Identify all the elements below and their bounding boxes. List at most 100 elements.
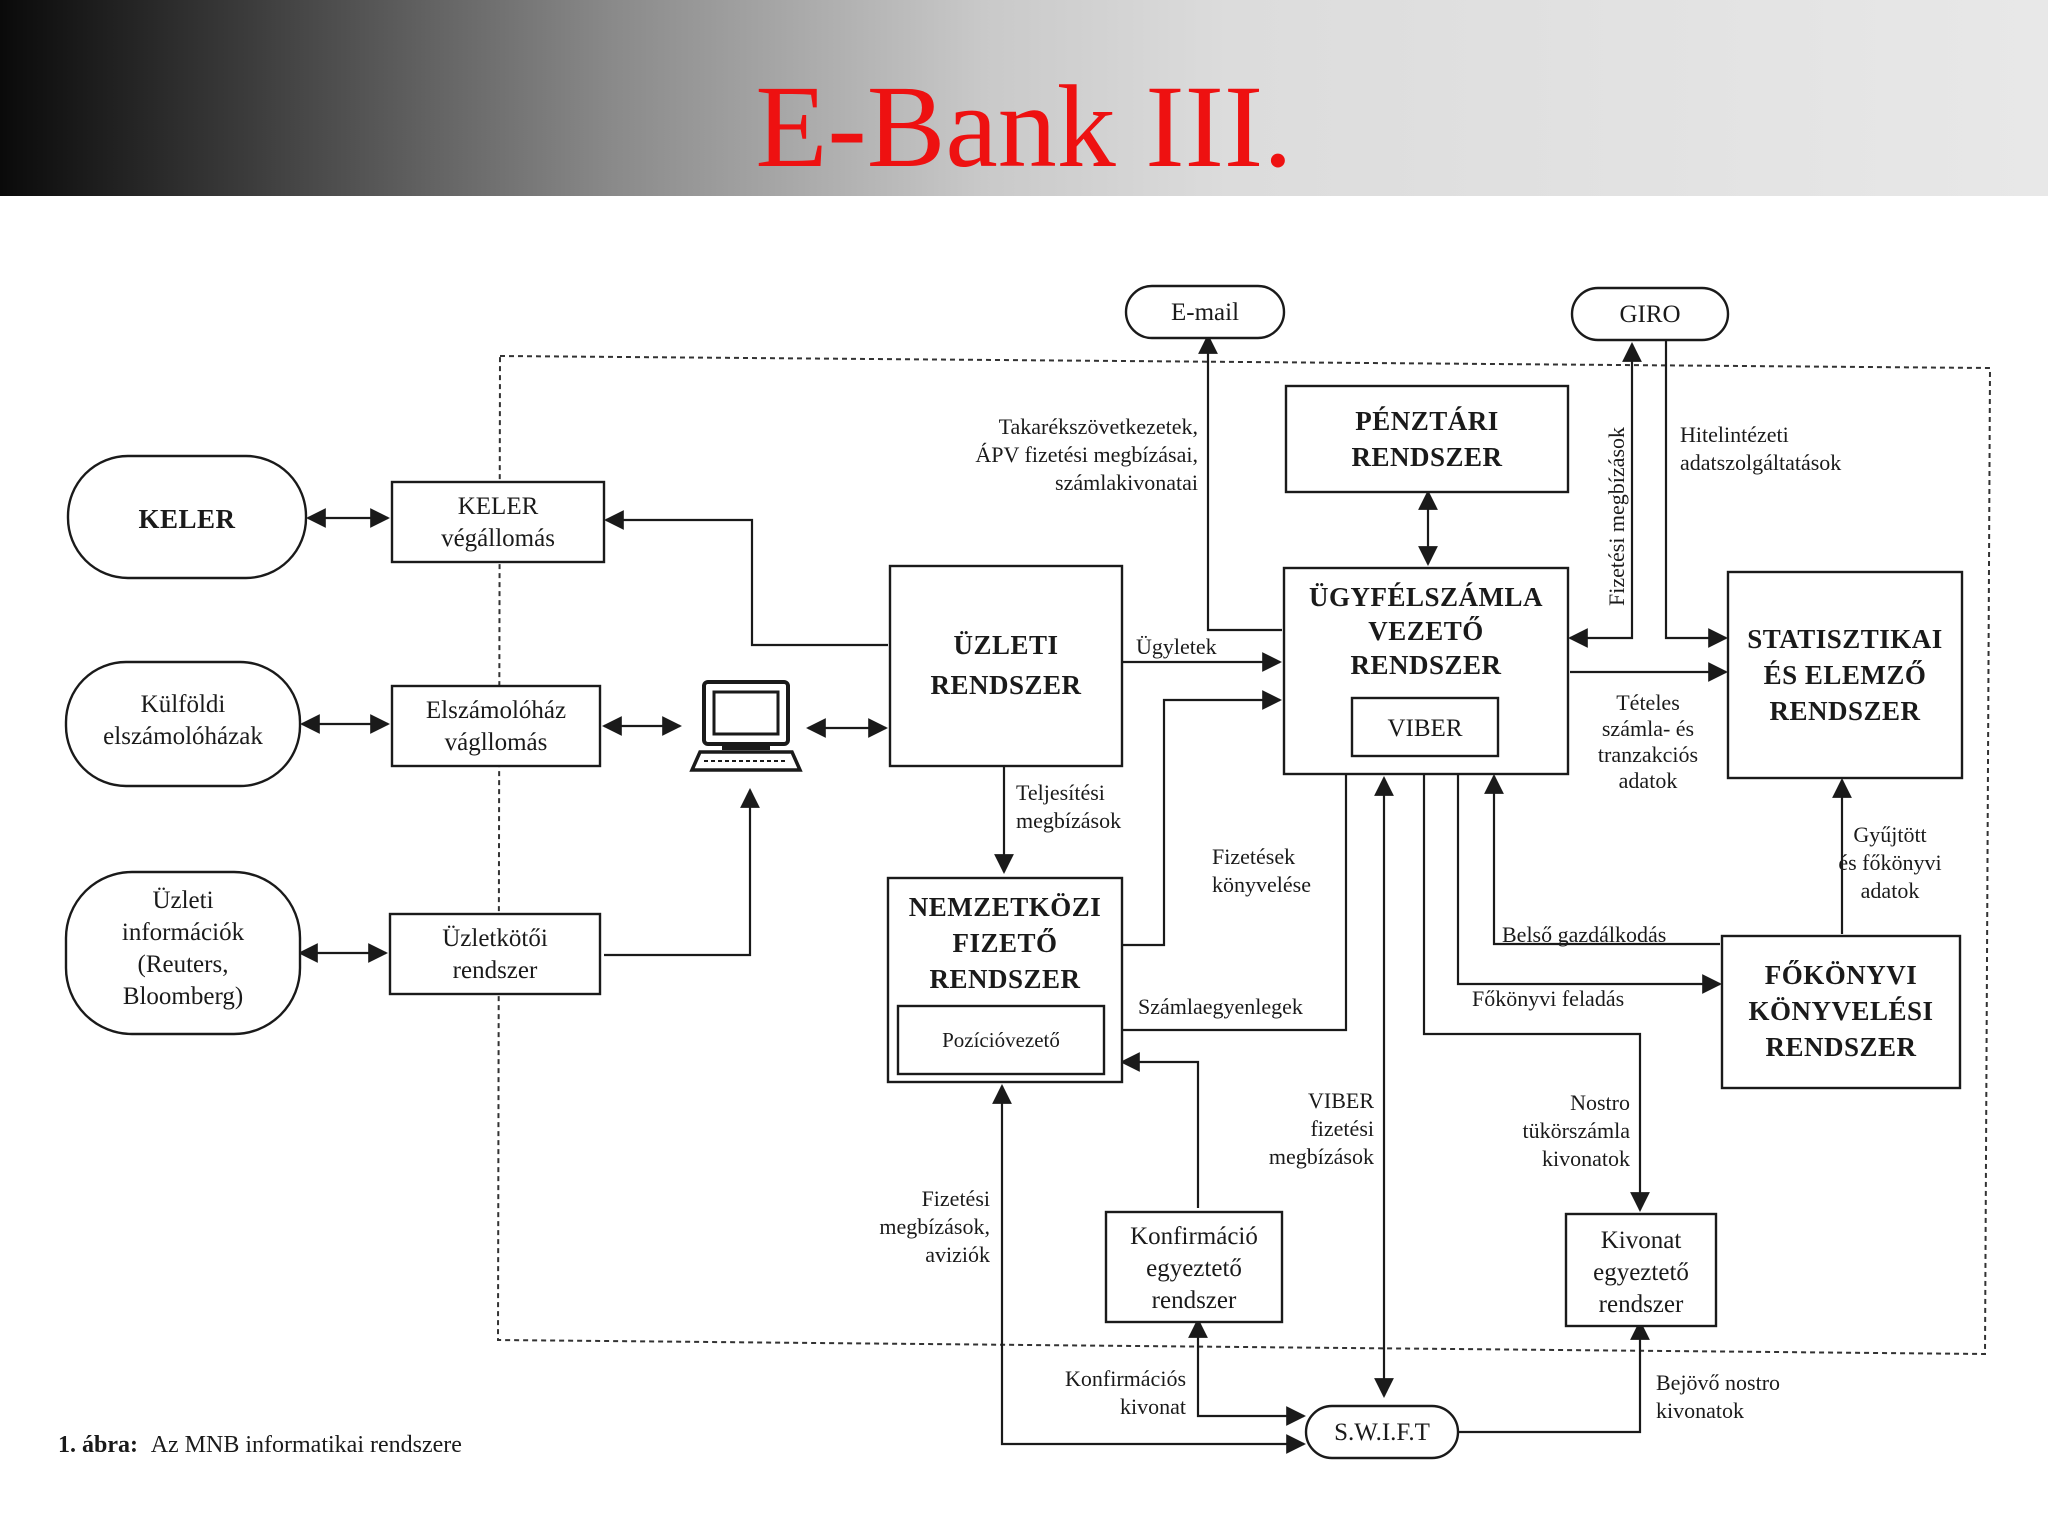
gyujtott-label-2: és főkönyvi (1838, 850, 1941, 875)
keler-node: KELER (66, 454, 308, 580)
szamlaegyenlegek-label: Számlaegyenlegek (1138, 994, 1303, 1019)
konfirmacio-line-2: egyeztető (1146, 1255, 1242, 1282)
takarek-label-3: számlakivonatai (1055, 470, 1198, 495)
hitelintezeti-label-2: adatszolgáltatások (1680, 450, 1841, 475)
uzleti-info-line-2: információk (122, 919, 245, 946)
uzleti-info-line-1: Üzleti (152, 887, 213, 914)
nostro-tukor-label-3: kivonatok (1542, 1146, 1630, 1171)
fizetesi-aviziok-label-1: Fizetési (922, 1186, 990, 1211)
fokonyvi-line-2: KÖNYVELÉSI (1748, 996, 1933, 1026)
uzleti-info-line-3: (Reuters, (138, 951, 229, 978)
bejovo-nostro-label-1: Bejövő nostro (1656, 1370, 1780, 1395)
gyujtott-label-3: adatok (1861, 878, 1920, 903)
statisztikai-line-1: STATISZTIKAI (1747, 624, 1943, 654)
keler-label: KELER (138, 504, 235, 534)
teljesitesi-label-1: Teljesítési (1016, 780, 1105, 805)
swift-label: S.W.I.F.T (1334, 1419, 1430, 1446)
teteles-label-3: tranzakciós (1598, 742, 1698, 767)
uzleti-rendszer-line-2: RENDSZER (930, 670, 1081, 700)
uzleti-info-line-4: Bloomberg) (123, 983, 243, 1010)
statisztikai-line-3: RENDSZER (1769, 696, 1920, 726)
uzleti-informaciok-node: Üzleti információk (Reuters, Bloomberg) (64, 870, 302, 1036)
takarek-label-1: Takarékszövetkezetek, (999, 414, 1198, 439)
teteles-label-4: adatok (1619, 768, 1678, 793)
viber-fizetesi-label-3: megbízások (1269, 1144, 1374, 1169)
fizetesi-aviziok-label-3: aviziók (925, 1242, 990, 1267)
statisztikai-rendszer-box: STATISZTIKAI ÉS ELEMZŐ RENDSZER (1726, 570, 1964, 780)
ugyletek-label: Ügyletek (1136, 634, 1217, 659)
nemzetkozi-line-3: RENDSZER (929, 964, 1080, 994)
konfirmacio-line-3: rendszer (1152, 1287, 1237, 1314)
kulfoldi-line-2: elszámolóházak (103, 723, 263, 750)
viber-box (1350, 696, 1500, 758)
kulfoldi-line-1: Külföldi (141, 691, 226, 718)
elszamolohaz-box: Elszámolóház vágllomás (390, 684, 602, 768)
slide-title: E-Bank III. (755, 61, 1293, 192)
uzletkotoi-rendszer-box: Üzletkötői rendszer (388, 912, 602, 996)
viber-fizetesi-label-2: fizetési (1310, 1116, 1374, 1141)
kivonat-line-3: rendszer (1599, 1291, 1684, 1318)
uzleti-rendszer-line-1: ÜZLETI (953, 630, 1058, 660)
uzletkotoi-line-1: Üzletkötői (442, 925, 548, 952)
teljesitesi-label-2: megbízások (1016, 808, 1121, 833)
fizetesek-konyvelese-label-2: könyvelése (1212, 872, 1311, 897)
konfirmacio-egyezteto-box: Konfirmáció egyeztető rendszer (1104, 1210, 1284, 1324)
kivonat-line-2: egyeztető (1593, 1259, 1689, 1286)
hitelintezeti-label-1: Hitelintézeti (1680, 422, 1789, 447)
caption-number: 1. ábra: (58, 1432, 138, 1458)
mnb-boundary (496, 354, 1992, 1356)
penztari-line-1: PÉNZTÁRI (1355, 406, 1499, 436)
fokonyvi-feladas-label: Főkönyvi feladás (1472, 986, 1624, 1011)
teteles-label-2: számla- és (1602, 716, 1694, 741)
title-banner (0, 0, 2048, 196)
figure-caption: 1. ábra: Az MNB informatikai rendszere (58, 1432, 462, 1458)
kivonat-egyezteto-box: Kivonat egyeztető rendszer (1564, 1212, 1718, 1328)
gyujtott-label-1: Gyűjtött (1853, 822, 1926, 847)
viber-fizetesi-label-1: VIBER (1308, 1088, 1374, 1113)
viber-label: VIBER (1388, 715, 1463, 742)
connections (298, 334, 1852, 1454)
giro-node: GIRO (1570, 286, 1730, 342)
ugyfelszamla-line-3: RENDSZER (1350, 650, 1501, 680)
penztari-line-2: RENDSZER (1351, 442, 1502, 472)
fokonyvi-konyvelesi-box: FŐKÖNYVI KÖNYVELÉSI RENDSZER (1720, 934, 1962, 1090)
keler-vegallomas-line-2: végállomás (441, 525, 555, 552)
ugyfelszamla-line-2: VEZETŐ (1368, 615, 1484, 646)
bejovo-nostro-label-2: kivonatok (1656, 1398, 1744, 1423)
kulfoldi-elszamolohazak-node: Külföldi elszámolóházak (64, 660, 302, 788)
caption-text: Az MNB informatikai rendszere (151, 1432, 462, 1458)
ugyfelszamla-line-1: ÜGYFÉLSZÁMLA (1309, 582, 1543, 612)
ugyfelszamla-vezeto-box: ÜGYFÉLSZÁMLA VEZETŐ RENDSZER VIBER (1282, 566, 1570, 776)
statisztikai-line-2: ÉS ELEMZŐ (1764, 659, 1927, 690)
nemzetkozi-line-1: NEMZETKÖZI (909, 892, 1102, 922)
elszamolohaz-line-2: vágllomás (445, 729, 548, 756)
uzletkotoi-line-2: rendszer (453, 957, 538, 984)
nemzetkozi-line-2: FIZETŐ (952, 927, 1057, 958)
poziciovezeto-box (896, 1004, 1106, 1076)
fokonyvi-line-3: RENDSZER (1765, 1032, 1916, 1062)
fizetesi-megbizasok-vertical-label: Fizetési megbízások (1604, 427, 1629, 606)
swift-node: S.W.I.F.T (1304, 1404, 1460, 1460)
keler-vegallomas-line-1: KELER (458, 493, 539, 520)
fizetesek-konyvelese-label-1: Fizetések (1212, 844, 1295, 869)
email-label: E-mail (1171, 299, 1239, 326)
fizetesi-aviziok-label-2: megbízások, (879, 1214, 990, 1239)
flow-labels: Takarékszövetkezetek, ÁPV fizetési megbí… (879, 414, 1941, 1423)
uzleti-rendszer-box: ÜZLETI RENDSZER (888, 564, 1124, 768)
elszamolohaz-line-1: Elszámolóház (426, 697, 566, 724)
konfirmacios-kivonat-label-1: Konfirmációs (1065, 1366, 1186, 1391)
konfirmacio-line-1: Konfirmáció (1130, 1223, 1258, 1250)
nostro-tukor-label-1: Nostro (1570, 1090, 1630, 1115)
konfirmacios-kivonat-label-2: kivonat (1120, 1394, 1186, 1419)
giro-label: GIRO (1619, 301, 1680, 328)
takarek-label-2: ÁPV fizetési megbízásai, (975, 442, 1198, 467)
nemzetkozi-fizeto-box: NEMZETKÖZI FIZETŐ RENDSZER Pozícióvezető (886, 876, 1124, 1084)
email-node: E-mail (1124, 284, 1286, 340)
belso-gazdalkodas-label: Belső gazdálkodás (1502, 922, 1666, 947)
keler-vegallomas-box: KELER végállomás (390, 480, 606, 564)
poziciovezeto-label: Pozícióvezető (942, 1028, 1060, 1052)
fokonyvi-line-1: FŐKÖNYVI (1765, 959, 1918, 990)
nostro-tukor-label-2: tükörszámla (1522, 1118, 1630, 1143)
teteles-label-1: Tételes (1616, 690, 1680, 715)
